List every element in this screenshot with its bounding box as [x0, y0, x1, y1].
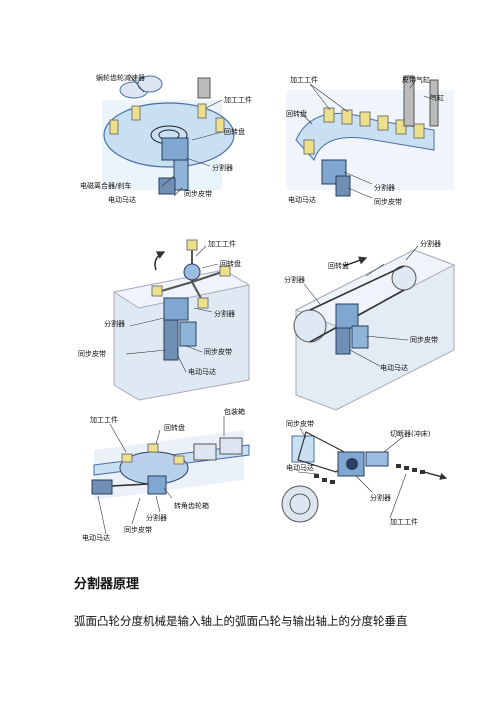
panel-3-label-timing-belt-right: 同步皮带 [204, 347, 232, 356]
panel-1-label-workpiece: 加工工件 [224, 95, 252, 104]
panel-5-label-rotary-disk: 回转盘 [164, 423, 185, 432]
panel-6-label-workpiece: 加工工件 [390, 517, 418, 526]
panel-2-label-timing-belt: 同步皮带 [374, 197, 402, 206]
panel-2-label-workpiece: 加工工件 [290, 75, 318, 84]
panel-1-label-rotary-disk: 回转盘 [224, 127, 245, 136]
panel-6-label-indexer: 分割器 [370, 493, 391, 502]
panel-2-label-rotary-disk: 回转盘 [286, 109, 307, 118]
panel-3-cross-rotary-indexer: 加工工件 回转盘 分割器 分割器 同步皮带 同步皮带 电动马达 [78, 239, 251, 401]
panel-3-label-motor: 电动马达 [188, 367, 216, 376]
panel-4-label-rotary-disk: 回转盘 [328, 261, 349, 270]
panel-5-label-packing-box: 包装箱 [224, 407, 245, 416]
panel-3-label-timing-belt-left: 同步皮带 [78, 349, 106, 358]
panel-2-label-cylinder: 气缸 [430, 93, 444, 102]
panel-2-label-motor: 电动马达 [288, 195, 316, 204]
panel-6-label-motor: 电动马达 [286, 463, 314, 472]
panel-5-label-bevel-gearbox: 转角齿轮箱 [174, 501, 209, 510]
panel-3-label-indexer-right: 分割器 [214, 309, 235, 318]
panel-5-label-workpiece: 加工工件 [90, 415, 118, 424]
body-paragraph: 弧面凸轮分度机械是输入轴上的弧面凸轮与输出轴上的分度轮垂直 [74, 614, 408, 628]
panel-5-label-indexer: 分割器 [146, 513, 167, 522]
panel-5-packaging-line: 加工工件 回转盘 包装箱 转角齿轮箱 分割器 同步皮带 电动马达 [82, 407, 250, 542]
mechanism-illustrations: 蜗轮齿轮减速器 加工工件 回转盘 分割器 电磁离合器/刹车 同步皮带 电动马达 … [74, 60, 462, 550]
panel-1-label-motor: 电动马达 [108, 195, 136, 204]
panel-4-label-indexer-top: 分割器 [420, 239, 441, 248]
panel-3-label-rotary-disk: 回转盘 [220, 259, 241, 268]
panel-6-press-cutter-feed: 同步皮带 切断器(冲床) 电动马达 分割器 加工工件 [281, 419, 448, 526]
panel-2-belt-conveyor-indexer: 加工工件 皮带气缸 气缸 回转盘 分割器 同步皮带 电动马达 [286, 75, 454, 206]
panel-4-label-timing-belt: 同步皮带 [410, 335, 438, 344]
panel-1-label-reducer: 蜗轮齿轮减速器 [96, 73, 145, 82]
panel-4-label-motor: 电动马达 [380, 363, 408, 372]
panel-4-flywheel-cutter-drive: 分割器 回转盘 分割器 同步皮带 电动马达 [284, 239, 456, 411]
panel-1-label-indexer: 分割器 [212, 163, 233, 172]
panel-6-label-timing-belt: 同步皮带 [286, 419, 314, 428]
panel-5-label-motor: 电动马达 [82, 533, 110, 542]
panel-1-label-timing-belt: 同步皮带 [184, 189, 212, 198]
panel-1-label-clutch-brake: 电磁离合器/刹车 [80, 181, 131, 190]
section-heading: 分割器原理 [74, 577, 140, 592]
panel-3-label-workpiece: 加工工件 [208, 239, 236, 248]
panel-4-label-indexer-left: 分割器 [284, 275, 305, 284]
panel-5-label-timing-belt: 同步皮带 [124, 525, 152, 534]
panel-2-label-belt-cylinder: 皮带气缸 [402, 75, 430, 84]
panel-1-rotary-table-worm-drive: 蜗轮齿轮减速器 加工工件 回转盘 分割器 电磁离合器/刹车 同步皮带 电动马达 [80, 73, 252, 204]
panel-3-label-indexer-left: 分割器 [104, 319, 125, 328]
panel-2-label-indexer: 分割器 [374, 183, 395, 192]
panel-6-label-cutter-press: 切断器(冲床) [390, 429, 431, 438]
